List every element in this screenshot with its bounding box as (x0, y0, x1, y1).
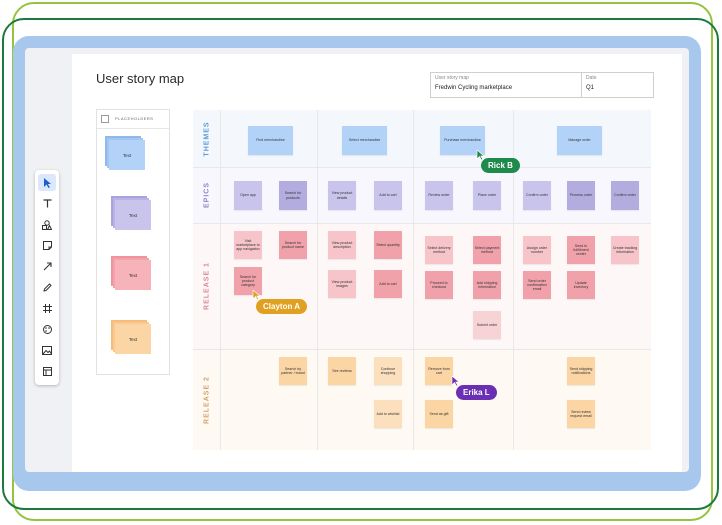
story-card[interactable]: Update inventory (567, 271, 595, 299)
epic-card[interactable]: Add to cart (374, 181, 402, 210)
pointer-tool-button[interactable] (38, 174, 56, 191)
palette-icon (42, 325, 52, 334)
epics-row-label: EPICS (193, 167, 221, 223)
column-divider (513, 110, 514, 450)
epic-card[interactable]: Search for products (279, 181, 307, 210)
pointer-icon (43, 177, 51, 188)
story-card[interactable]: Add to cart (374, 270, 402, 298)
pen-tool-button[interactable] (38, 279, 56, 296)
story-card[interactable]: Add to wishlist (374, 400, 402, 428)
frame-tool-button[interactable] (38, 300, 56, 317)
date-value: Q1 (586, 85, 595, 91)
story-card[interactable]: Continue shopping (374, 357, 402, 385)
shapes-icon (42, 219, 52, 230)
story-map-grid: THEMES EPICS RELEASE 1 RELEASE 2 Find me… (193, 110, 651, 450)
column-divider (413, 110, 414, 450)
placeholder-stack-orange[interactable]: Text (111, 320, 151, 354)
story-card[interactable]: Add shipping information (473, 271, 501, 299)
placeholder-label: Text (109, 140, 145, 170)
epic-card[interactable]: Confirm order (523, 181, 551, 210)
placeholder-stack-purple[interactable]: Text (111, 196, 151, 230)
frame-icon (42, 304, 52, 313)
story-card[interactable]: Remove from cart (425, 357, 453, 385)
release-1-row-label: RELEASE 1 (193, 223, 221, 349)
map-name-cell[interactable]: User story map Fredwin Cycling marketpla… (431, 73, 582, 97)
decorative-frame-middle (2, 18, 719, 510)
theme-card[interactable]: Find merchandise (248, 126, 293, 155)
story-card[interactable]: Create tracking information (611, 236, 639, 264)
placeholders-title: PLACEHOLDERS (115, 116, 154, 121)
row-divider (193, 167, 651, 168)
arrow-line-icon (43, 262, 52, 271)
epic-card[interactable]: Open app (234, 181, 262, 210)
placeholders-panel: PLACEHOLDERS Text Text Text Text (96, 109, 170, 375)
story-card[interactable]: Select quantity (374, 231, 402, 259)
page-title: User story map (96, 71, 185, 86)
pen-icon (42, 283, 52, 292)
line-tool-button[interactable] (38, 258, 56, 275)
collaborator-name-tag: Clayton A (256, 299, 308, 314)
story-card[interactable]: Assign order number (523, 236, 551, 264)
sticky-note-icon (42, 241, 52, 250)
date-label: Date (586, 75, 597, 81)
collaborator-name-tag: Erika L (456, 385, 497, 400)
text-icon (43, 199, 51, 208)
placeholder-label: Text (115, 260, 151, 290)
cursor-arrow-icon (451, 376, 460, 386)
story-card[interactable]: Send review request email (567, 400, 595, 428)
placeholder-stack-blue[interactable]: Text (105, 136, 145, 170)
cursor-arrow-icon (252, 290, 261, 300)
story-card[interactable]: Visit marketplace to app navigation (234, 231, 262, 259)
story-card[interactable]: View product images (328, 270, 356, 298)
story-card[interactable]: Proceed to checkout (425, 271, 453, 299)
image-tool-button[interactable] (38, 342, 56, 359)
drawing-toolbar (35, 170, 59, 385)
date-cell[interactable]: Date Q1 (582, 73, 652, 97)
placeholders-header: PLACEHOLDERS (97, 110, 169, 129)
story-card[interactable]: Search for product name (279, 231, 307, 259)
template-icon (42, 367, 52, 376)
story-card[interactable]: Select delivery method (425, 236, 453, 264)
placeholder-label: Text (115, 200, 151, 230)
column-divider (317, 110, 318, 450)
row-divider (193, 223, 651, 224)
sticky-note-tool-button[interactable] (38, 237, 56, 254)
story-card[interactable]: Send shipping notifications (567, 357, 595, 385)
map-name-value: Fredwin Cycling marketplace (435, 85, 513, 91)
color-tool-button[interactable] (38, 321, 56, 338)
template-tool-button[interactable] (38, 363, 56, 380)
theme-card[interactable]: Select merchandise (342, 126, 387, 155)
epic-card[interactable]: Place order (473, 181, 501, 210)
image-icon (42, 346, 52, 355)
story-card[interactable]: Submit order (473, 311, 501, 339)
epic-card[interactable]: View product details (328, 181, 356, 210)
story-card[interactable]: Select payment method (473, 236, 501, 264)
story-card[interactable]: Search by partner / brand (279, 357, 307, 385)
story-card[interactable]: Send order confirmation email (523, 271, 551, 299)
row-divider (193, 349, 651, 350)
collaborator-name-tag: Rick B (481, 158, 520, 173)
shapes-tool-button[interactable] (38, 216, 56, 233)
release-2-row-label: RELEASE 2 (193, 349, 221, 450)
map-info-table: User story map Fredwin Cycling marketpla… (430, 72, 654, 98)
epic-card[interactable]: Confirm order (611, 181, 639, 210)
placeholders-checkbox[interactable] (101, 115, 109, 123)
themes-row-label: THEMES (193, 110, 221, 167)
epic-card[interactable]: Process order (567, 181, 595, 210)
map-name-label: User story map (435, 75, 469, 81)
story-card[interactable]: View product description (328, 231, 356, 259)
story-card[interactable]: Search for product category (234, 267, 262, 295)
story-card[interactable]: Send as gift (425, 400, 453, 428)
text-tool-button[interactable] (38, 195, 56, 212)
theme-card[interactable]: Manage order (557, 126, 602, 155)
story-card[interactable]: Send to fulfillment center (567, 236, 595, 264)
placeholder-stack-pink[interactable]: Text (111, 256, 151, 290)
placeholder-label: Text (115, 324, 151, 354)
story-card[interactable]: See reviews (328, 357, 356, 385)
epic-card[interactable]: Review order (425, 181, 453, 210)
